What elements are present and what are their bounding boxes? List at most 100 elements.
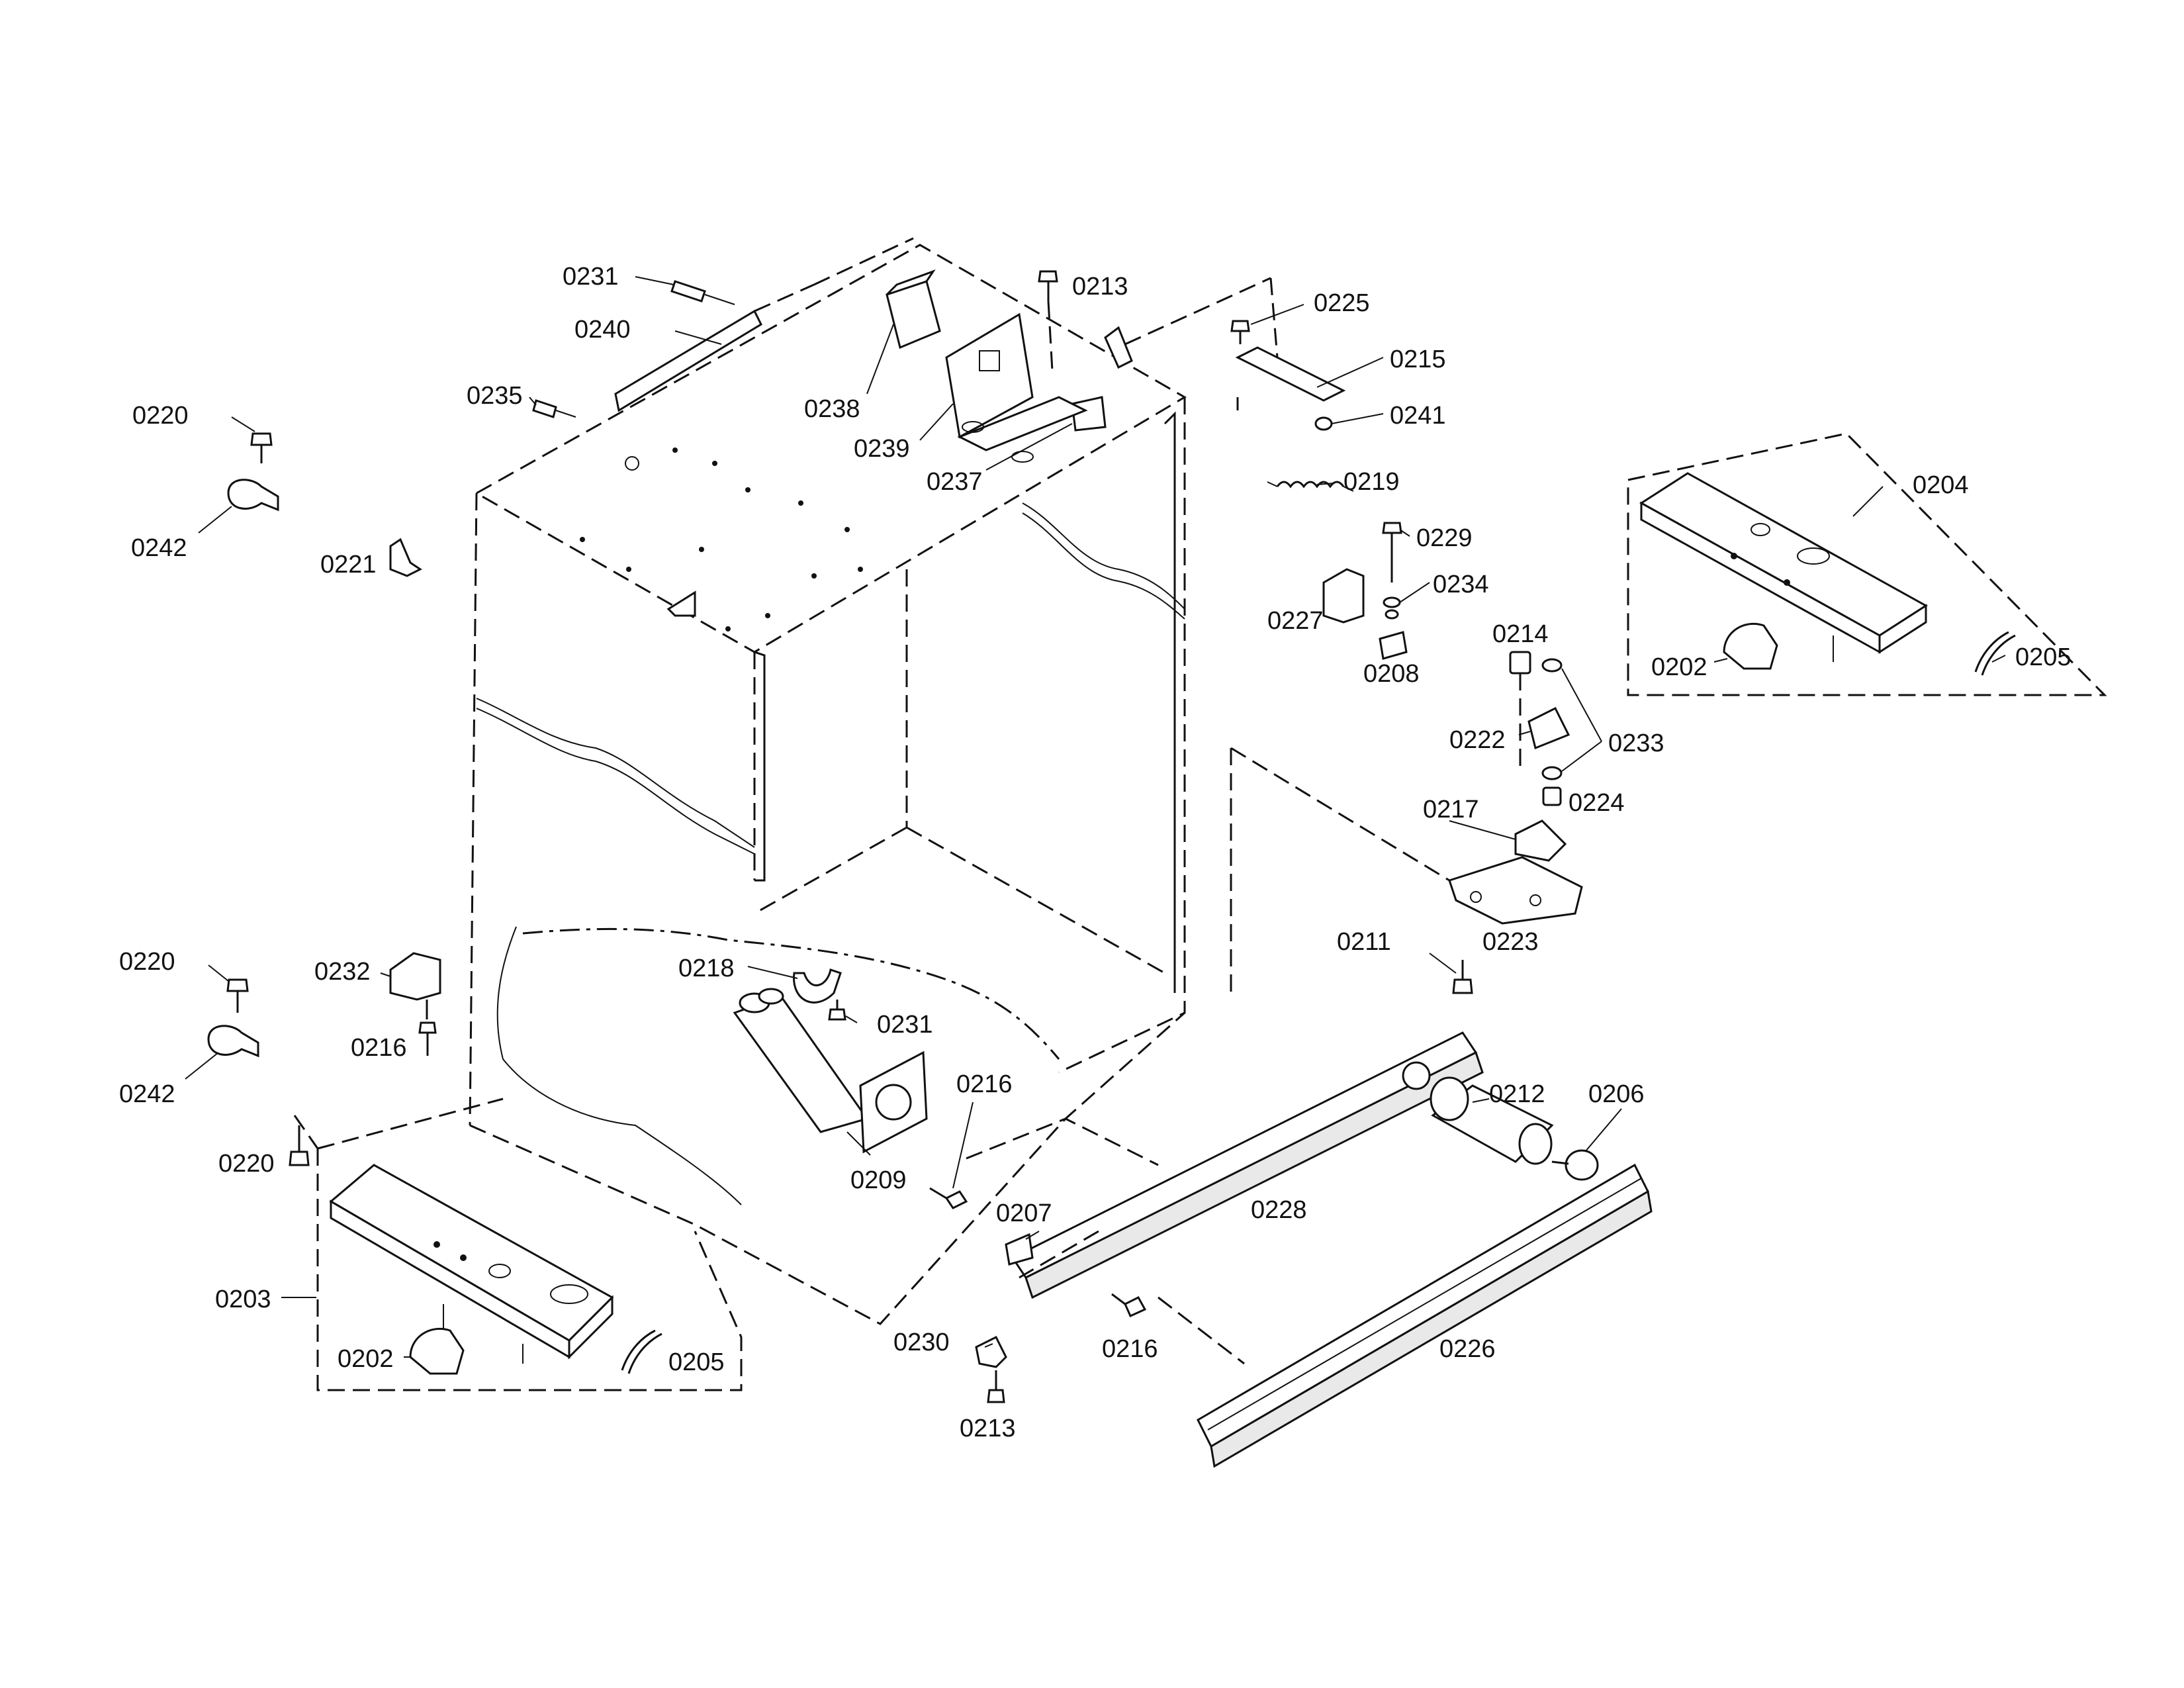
plate-0239	[945, 312, 1034, 439]
label-0235: 0235	[467, 382, 523, 410]
screw-0235	[532, 399, 576, 418]
hinge-0215	[1104, 277, 1346, 410]
label-0229: 0229	[1416, 524, 1473, 552]
screw-0216-left	[418, 1021, 437, 1056]
washers-0233	[1541, 658, 1563, 780]
label-0224: 0224	[1569, 789, 1625, 817]
label-0216-left: 0216	[351, 1034, 407, 1062]
label-0234: 0234	[1433, 571, 1489, 598]
screw-0216-right	[1111, 1293, 1147, 1317]
label-0226: 0226	[1439, 1335, 1496, 1363]
label-0219: 0219	[1343, 468, 1400, 496]
label-0202-top: 0202	[1651, 653, 1707, 681]
motor-bracket-0238	[886, 269, 941, 350]
label-0237: 0237	[927, 468, 983, 496]
label-0204: 0204	[1913, 471, 1969, 499]
label-0220-top: 0220	[132, 402, 189, 430]
bracket-0227	[1322, 568, 1365, 624]
clip-0207	[1005, 1233, 1034, 1266]
label-0242-top: 0242	[131, 534, 187, 562]
screw-0229	[1382, 522, 1402, 583]
label-0205-bottom: 0205	[668, 1348, 725, 1376]
motor-0212	[1430, 1076, 1554, 1165]
screw-0220-bottom	[289, 1125, 310, 1166]
label-0225: 0225	[1314, 289, 1370, 317]
knob-0206	[1551, 1149, 1599, 1181]
clip-0202-top	[1723, 622, 1778, 670]
top-bracket-0240	[614, 237, 914, 412]
clip-0208	[1379, 631, 1408, 660]
bracket-0217	[1514, 820, 1567, 862]
label-0239: 0239	[854, 435, 910, 463]
label-0211: 0211	[1337, 928, 1391, 956]
grille-0228	[1011, 1031, 1484, 1299]
label-0223: 0223	[1482, 928, 1539, 956]
screw-0225	[1230, 320, 1250, 344]
cap-0214	[1509, 651, 1531, 768]
base-frame-0203	[293, 1098, 743, 1391]
clip-0221	[389, 538, 422, 577]
screw-0220-mid	[226, 978, 249, 1013]
label-0206: 0206	[1588, 1080, 1645, 1108]
label-0214: 0214	[1492, 620, 1549, 648]
wire-0205-bottom	[621, 1329, 662, 1374]
label-0216-right: 0216	[1102, 1335, 1158, 1363]
wire-0205-top	[1974, 631, 2016, 676]
fan-housing-0209	[733, 988, 928, 1154]
bracket-0232	[389, 952, 441, 1019]
label-0233: 0233	[1608, 729, 1664, 757]
label-0205-top: 0205	[2015, 643, 2071, 671]
nut-0241	[1314, 416, 1333, 431]
part-labels: 0231 0240 0235 0238 0239 0237 0213 0225 …	[119, 263, 2071, 1442]
base-frame-0204	[1627, 432, 2107, 696]
screw-0216-center	[929, 1187, 968, 1209]
label-0217: 0217	[1423, 796, 1479, 823]
label-0231-center: 0231	[877, 1011, 933, 1039]
screw-0211	[1452, 960, 1473, 994]
label-0221: 0221	[320, 551, 377, 579]
screw-0220-top	[250, 432, 273, 463]
label-0238: 0238	[804, 395, 860, 423]
label-0220-bottom: 0220	[218, 1150, 275, 1178]
label-0232: 0232	[314, 958, 371, 986]
washer-0234	[1383, 596, 1401, 620]
screw-0231-top	[670, 280, 735, 305]
bracket-0230	[975, 1335, 1007, 1390]
label-0218: 0218	[678, 955, 735, 982]
label-0222: 0222	[1449, 726, 1506, 754]
clamp-0242-top	[227, 479, 279, 512]
screw-0213-bottom	[987, 1389, 1005, 1403]
label-0215: 0215	[1390, 346, 1446, 373]
label-0213-top: 0213	[1072, 273, 1128, 301]
label-0212: 0212	[1489, 1080, 1545, 1108]
label-0231-top: 0231	[563, 263, 619, 291]
kickplate-0226	[1158, 1163, 1653, 1468]
label-0230: 0230	[893, 1329, 950, 1356]
label-0213-bottom: 0213	[960, 1415, 1016, 1442]
label-0242-mid: 0242	[119, 1080, 175, 1108]
label-0220-mid: 0220	[119, 948, 175, 976]
hinge-0222	[1527, 706, 1570, 750]
label-0208: 0208	[1363, 660, 1420, 688]
label-0227: 0227	[1267, 607, 1324, 635]
label-0203: 0203	[215, 1286, 271, 1313]
label-0228: 0228	[1251, 1196, 1307, 1224]
label-0240: 0240	[574, 316, 631, 344]
leader-lines	[185, 276, 2006, 1358]
hinge-plate-0223	[1230, 747, 1583, 1000]
label-0207: 0207	[996, 1199, 1052, 1227]
clip-0218	[793, 968, 842, 1004]
spring-0219	[1267, 481, 1354, 492]
clamp-0242-mid	[207, 1025, 259, 1058]
switch-0237	[957, 396, 1107, 463]
label-0209: 0209	[850, 1166, 907, 1194]
label-0216-center: 0216	[956, 1070, 1013, 1098]
label-0241: 0241	[1390, 402, 1446, 430]
clip-0202-bottom	[409, 1327, 465, 1375]
bushing-0224	[1542, 786, 1562, 806]
screw-0231-center	[828, 1000, 846, 1021]
label-0202-bottom: 0202	[338, 1345, 394, 1373]
cabinet-housing	[469, 244, 1187, 1325]
